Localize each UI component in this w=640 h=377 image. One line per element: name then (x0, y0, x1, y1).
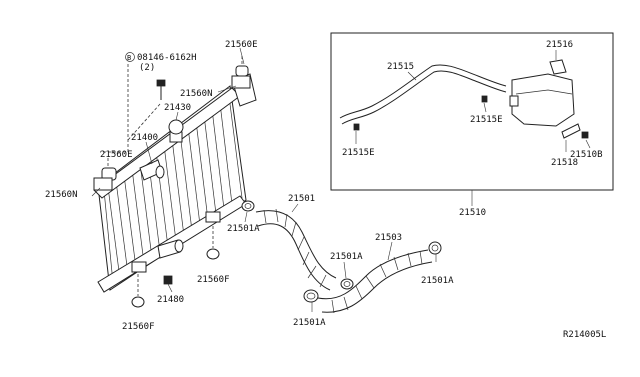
label-21515E-left: 21515E (342, 148, 375, 158)
label-21501: 21501 (288, 194, 315, 204)
radiator-assembly (93, 56, 257, 308)
mount-bushing-top (235, 65, 249, 77)
lower-outlet-end (174, 239, 184, 253)
overflow-hose-21515-a (339, 64, 507, 119)
radiator-cap-21430 (168, 119, 184, 135)
hose-clamp-4-inner (431, 244, 439, 252)
label-21510B: 21510B (570, 150, 603, 160)
leader-21430 (175, 111, 179, 121)
upper-outlet-end (155, 165, 165, 179)
radiator-fins (107, 102, 233, 280)
hose-clip-left (353, 123, 360, 131)
bolt-spec-qty: (2) (139, 63, 155, 73)
leader-21501A-1 (244, 211, 248, 223)
leader-21503 (387, 241, 393, 261)
leader-21400 (145, 141, 153, 165)
dashed-leader-bolt-2 (127, 103, 161, 141)
label-21501A-1: 21501A (227, 224, 260, 234)
upper-hose-21501-top-edge (255, 210, 337, 279)
rubber-mount-mid (206, 248, 220, 260)
reservoir-tank (511, 73, 575, 127)
label-21515: 21515 (387, 62, 414, 72)
hose-clamp-3-inner (306, 292, 316, 300)
mount-bracket-top (231, 75, 251, 89)
upper-hose-21501-bottom-edge (257, 223, 331, 291)
bolt-spec-number: 08146-6162H (137, 53, 197, 63)
hose-clamp-3 (303, 289, 319, 303)
label-21400: 21400 (131, 133, 158, 143)
diagram-code: R214005L (563, 330, 606, 340)
upper-hose-ribs (263, 208, 327, 288)
leader-21515E-right (483, 102, 487, 113)
rubber-mount-bottom (131, 296, 145, 308)
leader-21510B (585, 139, 591, 149)
lower-hose-21503-bottom-edge (321, 261, 433, 313)
lower-hose-ribs (331, 250, 423, 314)
leader-21501 (291, 203, 299, 213)
label-21560E-left: 21560E (100, 150, 133, 160)
overflow-hose-21515-b (341, 70, 507, 125)
bolt-21510B (581, 131, 589, 139)
leader-21501A-2 (343, 261, 347, 279)
reservoir-box (330, 32, 614, 206)
radiator-core-outline (97, 85, 247, 291)
leader-21480 (167, 283, 173, 293)
mount-bracket-bottom (131, 261, 147, 273)
label-21515E-right: 21515E (470, 115, 503, 125)
label-21501A-4: 21501A (421, 276, 454, 286)
label-21560N-left: 21560N (45, 190, 78, 200)
hoses (241, 200, 442, 314)
dashed-leader-bolt (100, 64, 129, 153)
label-21510: 21510 (459, 208, 486, 218)
drain-plug-21480 (163, 275, 173, 285)
label-21480: 21480 (157, 295, 184, 305)
reservoir-nozzle (509, 95, 519, 107)
bracket-21518 (561, 123, 581, 139)
hose-clamp-4 (428, 241, 442, 255)
bolt-head (156, 79, 166, 87)
leader-21515 (407, 71, 417, 81)
label-21503: 21503 (375, 233, 402, 243)
label-21560E-top: 21560E (225, 40, 258, 50)
leader-21560E-top (239, 47, 245, 65)
label-21560F-bot: 21560F (122, 322, 155, 332)
label-21430: 21430 (164, 103, 191, 113)
part-labels: B 08146-6162H (2) 21560E 21560N 21430 21… (45, 40, 606, 340)
label-21518: 21518 (551, 158, 578, 168)
leader-lines (91, 47, 437, 312)
hose-clip-right (481, 95, 488, 103)
reservoir-tank-seam (515, 89, 573, 95)
mount-bracket-left (93, 177, 113, 191)
leader-21560N-top (217, 85, 237, 93)
leader-21560N-left (91, 187, 101, 197)
label-21501A-2: 21501A (330, 252, 363, 262)
reservoir-cap-21516 (549, 59, 567, 75)
mount-bracket-mid (205, 211, 221, 223)
label-21516: 21516 (546, 40, 573, 50)
bolt-spec-circle (125, 52, 135, 62)
label-21501A-3: 21501A (293, 318, 326, 328)
bolt-spec-letter: B (127, 54, 131, 62)
hose-clamp-2-inner (343, 281, 351, 287)
hose-clamp-1 (241, 200, 255, 212)
hose-clamp-1-inner (244, 203, 252, 209)
label-21560F-mid: 21560F (197, 275, 230, 285)
hose-clamp-2 (340, 278, 354, 290)
label-21560N-top: 21560N (180, 89, 213, 99)
